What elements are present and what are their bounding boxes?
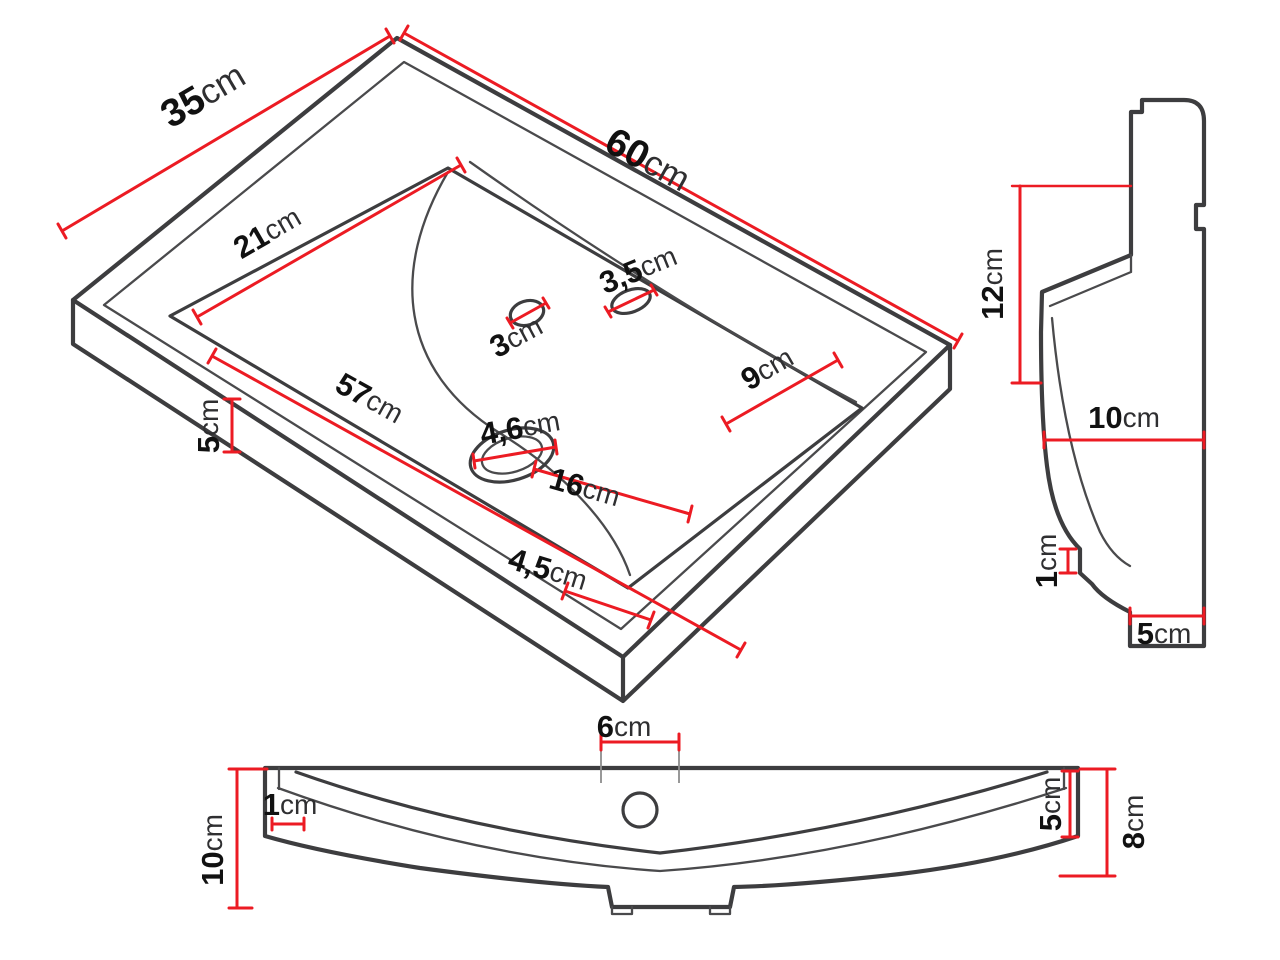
dim-line-21cm	[191, 156, 467, 326]
perspective-view: 35cm 60cm 21cm 57cm 16cm 9cm 5cm 4,6cm 3…	[56, 24, 964, 704]
dim-label-5cm-front: 5cm	[1033, 777, 1068, 832]
dim-line-12cm	[1010, 184, 1043, 385]
dim-label-8cm-front: 8cm	[1116, 795, 1151, 850]
front-rim-lips	[277, 766, 1066, 791]
drain-hole-inner	[480, 435, 544, 475]
side-profile-outline	[1038, 97, 1207, 649]
dim-line-9cm	[720, 351, 844, 433]
front-basin-curve-inner	[276, 786, 1068, 873]
dim-label-3-5cm: 3,5cm	[594, 238, 682, 301]
bowl-curve-left	[411, 170, 632, 577]
dim-line-10cm-side	[1042, 430, 1206, 450]
dim-line-35cm	[56, 27, 396, 240]
dim-label-16cm: 16cm	[546, 460, 625, 513]
front-faucet-hole	[621, 791, 659, 829]
bowl-curve-back	[468, 160, 858, 404]
dim-label-5cm-wall: 5cm	[191, 399, 226, 454]
faucet-hole	[508, 298, 546, 328]
front-view: 6cm 1cm 10cm 5cm 8cm	[195, 709, 1151, 916]
front-profile-outline	[262, 765, 1081, 910]
dim-line-5cm-side	[1128, 606, 1206, 626]
dim-line-5cm-wall	[222, 397, 242, 454]
sink-side-walls	[70, 297, 953, 704]
dim-line-1cm-front	[270, 816, 306, 832]
dim-line-57cm	[206, 347, 747, 659]
dim-label-21cm: 21cm	[227, 199, 307, 265]
dim-line-60cm	[398, 24, 964, 350]
dim-line-8cm-front	[1058, 767, 1117, 878]
dim-label-57cm: 57cm	[330, 365, 410, 430]
dim-label-1cm-front: 1cm	[263, 787, 318, 822]
dim-label-10cm-side: 10cm	[1088, 400, 1160, 435]
basin-opening	[168, 166, 864, 590]
rim-inner-line	[102, 60, 928, 631]
drain-hole-outer	[468, 426, 556, 484]
dim-label-12cm: 12cm	[975, 248, 1010, 320]
dim-line-4-6cm	[471, 438, 559, 470]
dim-line-10cm-front	[227, 767, 269, 910]
dim-label-6cm: 6cm	[597, 709, 652, 744]
dim-line-5cm-front	[1060, 769, 1080, 839]
dim-label-4-6cm: 4,6cm	[477, 403, 562, 451]
dim-label-35cm: 35cm	[153, 54, 252, 137]
dim-line-1cm-side	[1058, 547, 1078, 575]
dim-label-60cm: 60cm	[598, 119, 698, 200]
drain-boss-feet	[610, 905, 732, 916]
dim-label-5cm-side: 5cm	[1137, 616, 1192, 651]
dim-line-3cm	[505, 296, 551, 330]
side-bowl-inner-curve	[1050, 316, 1132, 568]
overflow-hole	[610, 287, 652, 315]
dim-line-4-5cm	[560, 581, 656, 630]
dim-line-16cm	[530, 459, 694, 524]
dim-label-1cm-side: 1cm	[1029, 534, 1064, 589]
front-basin-curve	[294, 770, 1049, 855]
side-rim-inner-line	[1048, 253, 1133, 308]
dim-line-6cm	[599, 732, 681, 752]
dim-label-10cm-front: 10cm	[195, 814, 230, 886]
dim-6cm-extension-lines	[600, 746, 680, 783]
side-view: 12cm 10cm 1cm 5cm	[975, 97, 1207, 651]
dim-label-3cm: 3cm	[484, 308, 549, 365]
dim-line-3-5cm	[603, 283, 659, 319]
